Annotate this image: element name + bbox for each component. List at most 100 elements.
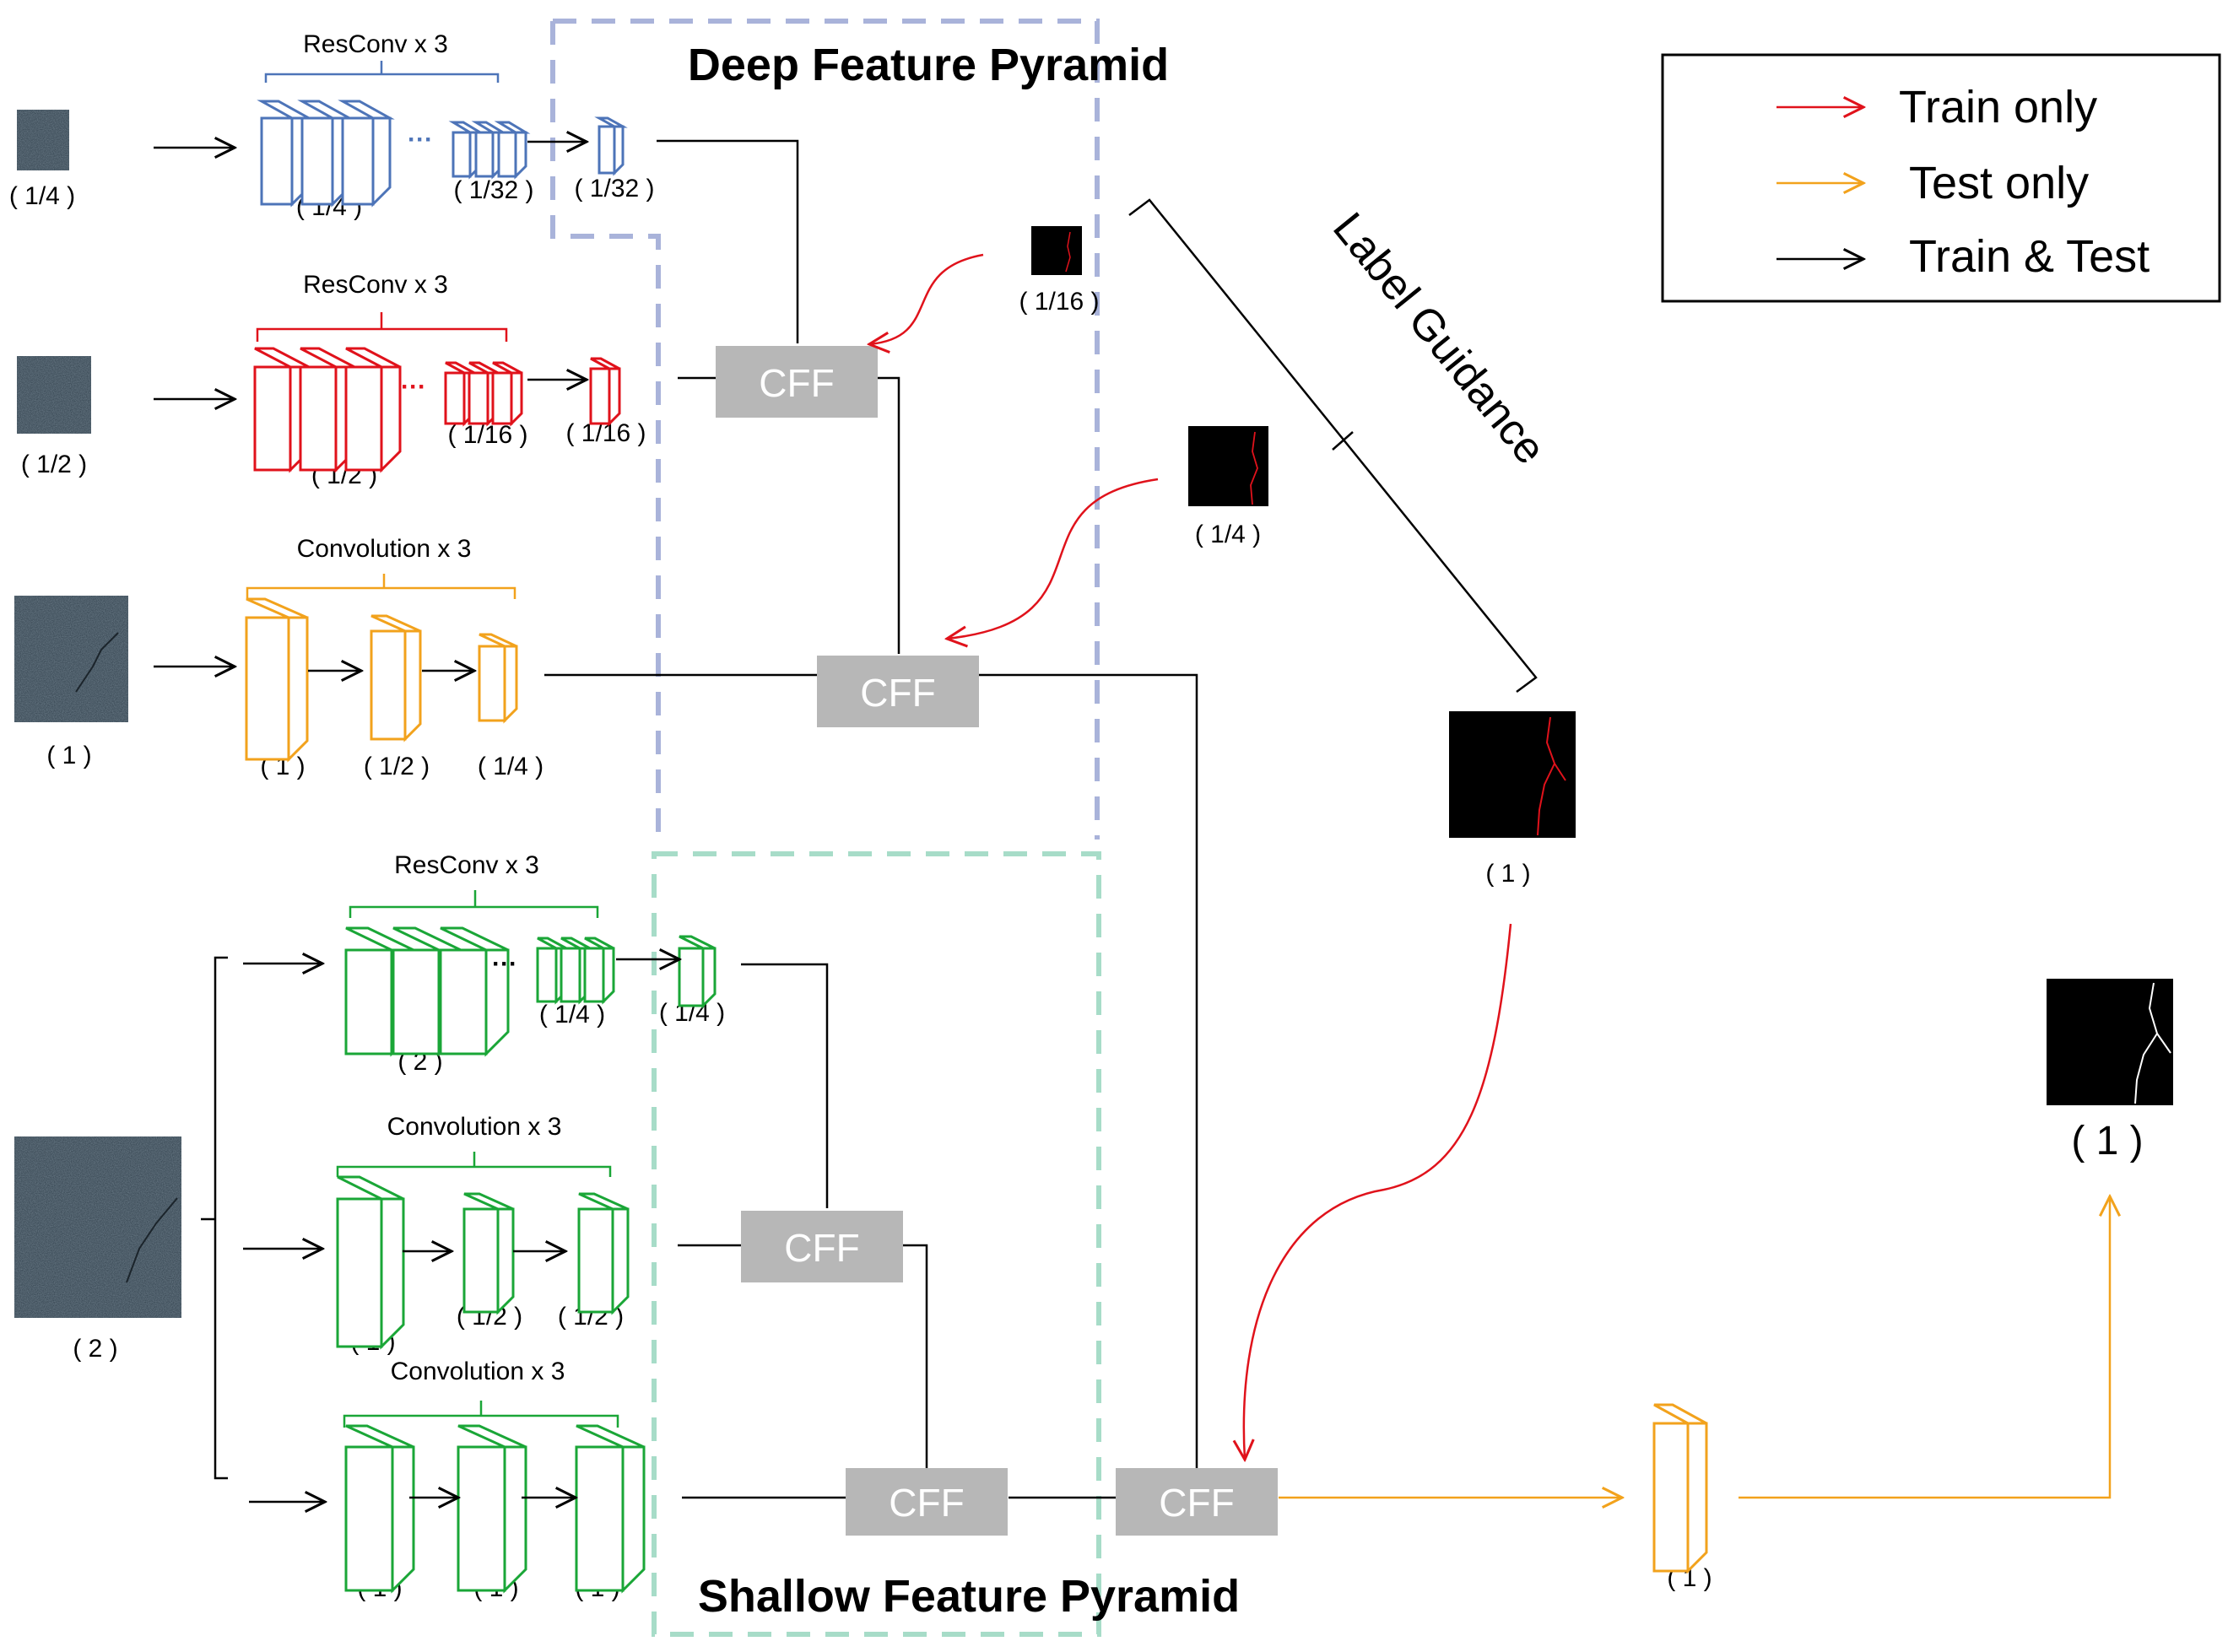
- green-full-2-top: [457, 1424, 527, 1449]
- green-conv-2-top: [463, 1192, 514, 1211]
- label-guidance-text: Label Guidance: [1323, 204, 1555, 474]
- group-resconv-blue: ResConv x 3: [264, 30, 500, 83]
- group-convolution-green-mid-label: Convolution x 3: [387, 1113, 562, 1141]
- orange-output-block-side: [1686, 1422, 1708, 1574]
- orange-block-3: [478, 633, 518, 724]
- dots-green: ···: [492, 950, 517, 978]
- orange-block-2-front: [370, 629, 407, 741]
- green-full-3-top: [576, 1424, 645, 1449]
- label-gt-full: ( 1 ): [1485, 860, 1530, 888]
- final-output-mask: [2047, 979, 2173, 1105]
- green-block-3-side: [484, 948, 510, 1057]
- cff-deep-top-label: CFF: [759, 361, 834, 405]
- green-block-3: [439, 926, 510, 1057]
- green-conv-3: [577, 1192, 630, 1315]
- green-block-out-top: [679, 935, 716, 950]
- red-block-3-front: [344, 365, 383, 472]
- blue-block-2-top: [297, 100, 354, 120]
- green-full-2-front: [457, 1445, 506, 1592]
- cff-shallow-top-label: CFF: [784, 1226, 859, 1270]
- green-full-2-side: [503, 1445, 527, 1594]
- cff-modules: CFF CFF CFF CFF CFF: [716, 346, 1278, 1536]
- label-input-half: ( 1/2 ): [21, 451, 87, 478]
- group-convolution-green-bottom-label: Convolution x 3: [391, 1358, 565, 1385]
- legend-train-only-label: Train only: [1899, 82, 2097, 132]
- cff-deep-mid-label: CFF: [860, 671, 935, 715]
- green-block-6-front: [583, 947, 605, 1003]
- ground-truth-masks: [1031, 226, 2173, 1105]
- red-block-1-front: [253, 365, 292, 472]
- red-block-out-front: [589, 367, 611, 425]
- blue-block-out-side: [613, 125, 625, 176]
- label-green-small-stack: ( 1/4 ): [539, 1001, 605, 1028]
- legend: Train only Test only Train & Test: [1661, 53, 2221, 303]
- green-block-5-front: [560, 947, 581, 1003]
- blue-block-1-front: [260, 116, 294, 206]
- green-conv-1-front: [336, 1197, 383, 1348]
- green-block-out-front: [678, 947, 705, 1007]
- orange-block-2: [370, 614, 422, 742]
- blue-block-6: [494, 121, 531, 180]
- label-blue-out: ( 1/32 ): [574, 175, 654, 202]
- red-block-out-top: [590, 357, 620, 370]
- gt-mask-sixteenth: [1031, 226, 1082, 275]
- cff-shallow-bottom: [846, 1468, 1008, 1536]
- orange-block-1-top: [246, 597, 308, 619]
- red-block-6-side: [510, 371, 523, 427]
- orange-block-1-front: [245, 616, 290, 761]
- blue-block-3: [338, 100, 395, 208]
- green-conv-2-front: [462, 1207, 500, 1314]
- green-block-out-side: [701, 947, 717, 1009]
- label-gt-sixteenth: ( 1/16 ): [1019, 288, 1099, 316]
- orange-block-3-side: [503, 645, 518, 724]
- blue-block-2-front: [300, 116, 334, 206]
- blue-block-6-side: [514, 131, 527, 180]
- group-resconv-red-label: ResConv x 3: [303, 271, 448, 299]
- green-block-1-front: [344, 948, 393, 1055]
- label-final-output: ( 1 ): [2071, 1119, 2143, 1163]
- cff-fusion-label: CFF: [1159, 1481, 1234, 1525]
- shallow-pyramid-title: Shallow Feature Pyramid: [698, 1571, 1240, 1622]
- group-convolution-green-mid: Convolution x 3: [336, 1113, 612, 1177]
- test-only-arrows: [1279, 1196, 2110, 1498]
- blue-block-4-front: [452, 131, 472, 178]
- group-convolution-green-bottom: Convolution x 3: [343, 1358, 619, 1428]
- label-input-full: ( 1 ): [46, 742, 91, 769]
- red-block-1-top: [254, 347, 310, 369]
- label-orange-3: ( 1/4 ): [478, 753, 543, 780]
- green-conv-2: [462, 1192, 515, 1315]
- green-block-3-front: [439, 948, 488, 1055]
- blue-block-3-side: [371, 116, 392, 208]
- blue-block-6-front: [497, 131, 517, 178]
- label-input-double: ( 2 ): [73, 1335, 117, 1363]
- deep-feature-pyramid-frame: [550, 19, 1100, 839]
- legend-test-only-label: Test only: [1909, 158, 2089, 208]
- green-full-1-front: [344, 1445, 394, 1592]
- legend-box: [1661, 53, 2221, 303]
- group-resconv-green: ResConv x 3: [349, 851, 599, 918]
- label-blue-small-stack: ( 1/32 ): [453, 176, 533, 204]
- green-block-6: [583, 937, 615, 1005]
- legend-train-test-label: Train & Test: [1909, 231, 2150, 282]
- green-conv-2-side: [496, 1207, 515, 1315]
- orange-block-3-top: [479, 633, 517, 648]
- cff-shallow-top: [741, 1211, 903, 1282]
- orange-block-3-front: [478, 645, 506, 722]
- green-conv-3-front: [577, 1207, 614, 1314]
- input-arrows: [154, 148, 325, 1502]
- dots-blue: ···: [408, 126, 433, 154]
- red-block-6: [491, 361, 523, 427]
- green-full-2: [457, 1424, 527, 1594]
- deep-pyramid-title: Deep Feature Pyramid: [688, 40, 1169, 90]
- red-block-out: [589, 357, 621, 427]
- input-images: [14, 110, 181, 1318]
- red-block-3-top: [345, 347, 401, 369]
- red-block-4: [444, 361, 476, 427]
- red-block-2-top: [300, 347, 355, 369]
- label-input-quarter: ( 1/4 ): [9, 182, 75, 210]
- orange-block-1-side: [287, 616, 309, 763]
- green-full-3-front: [575, 1445, 625, 1592]
- green-conv-3-top: [578, 1192, 629, 1211]
